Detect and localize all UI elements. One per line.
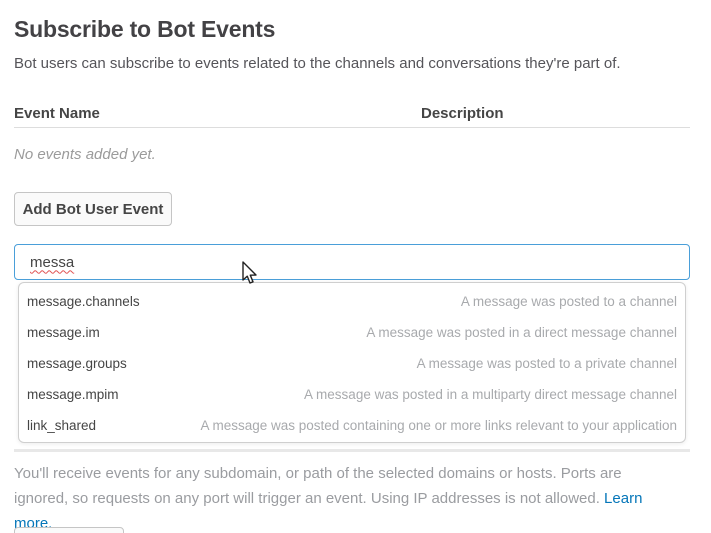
suggestion-link-shared[interactable]: link_shared A message was posted contain… bbox=[19, 410, 685, 441]
suggestion-message-mpim[interactable]: message.mpim A message was posted in a m… bbox=[19, 379, 685, 410]
partial-bottom-button[interactable] bbox=[14, 527, 124, 533]
page-description: Bot users can subscribe to events relate… bbox=[14, 55, 621, 72]
suggestion-description: A message was posted in a direct message… bbox=[366, 325, 677, 340]
empty-events-message: No events added yet. bbox=[14, 146, 156, 163]
page-title: Subscribe to Bot Events bbox=[14, 16, 276, 42]
column-header-event-name: Event Name bbox=[14, 105, 100, 122]
add-bot-user-event-button[interactable]: Add Bot User Event bbox=[14, 192, 172, 226]
suggestion-message-groups[interactable]: message.groups A message was posted to a… bbox=[19, 348, 685, 379]
suggestion-name: message.groups bbox=[27, 356, 127, 371]
table-header-divider bbox=[14, 127, 690, 128]
subdomain-note: You'll receive events for any subdomain,… bbox=[14, 461, 676, 533]
suggestion-name: link_shared bbox=[27, 418, 97, 433]
suggestion-description: A message was posted containing one or m… bbox=[200, 418, 677, 433]
suggestion-description: A message was posted in a multiparty dir… bbox=[304, 387, 677, 402]
suggestion-name: message.channels bbox=[27, 294, 140, 309]
subdomain-note-text: You'll receive events for any subdomain,… bbox=[14, 465, 622, 507]
event-suggestions-dropdown: message.channels A message was posted to… bbox=[18, 282, 686, 443]
event-search-input-value: messa bbox=[30, 253, 75, 271]
suggestion-description: A message was posted to a channel bbox=[460, 294, 677, 309]
suggestion-name: message.im bbox=[27, 325, 100, 340]
event-search-input[interactable]: messa bbox=[14, 244, 690, 280]
section-divider bbox=[14, 449, 690, 452]
suggestion-message-im[interactable]: message.im A message was posted in a dir… bbox=[19, 317, 685, 348]
suggestion-description: A message was posted to a private channe… bbox=[416, 356, 677, 371]
suggestion-message-channels[interactable]: message.channels A message was posted to… bbox=[19, 286, 685, 317]
column-header-description: Description bbox=[421, 105, 504, 122]
suggestion-name: message.mpim bbox=[27, 387, 119, 402]
